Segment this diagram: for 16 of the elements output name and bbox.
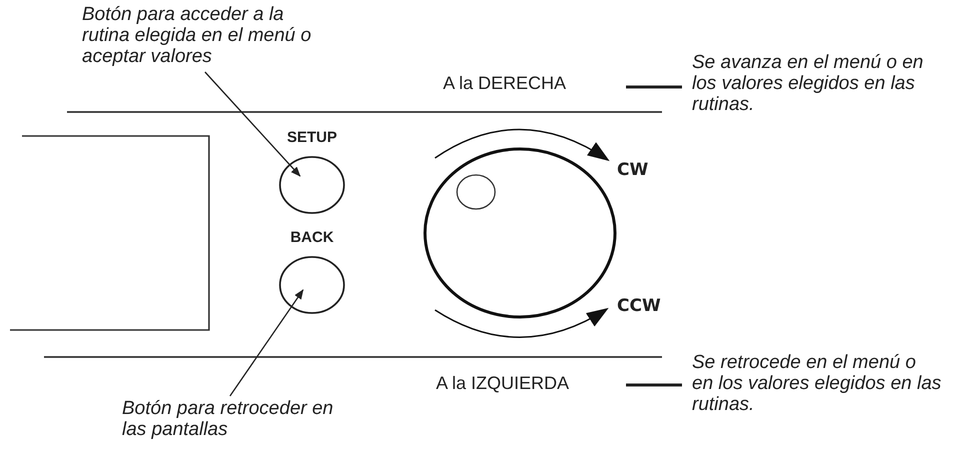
push-button — [278, 229, 346, 315]
leader-line — [229, 289, 304, 396]
callout-text: Se avanza en el menú o en los valores elegidos en las rutinas. — [692, 52, 942, 115]
callout-text: Botón para retroceder en las pantallas — [122, 398, 337, 440]
callout-text: Se retrocede en el menú o en los valores elegidos en las rutinas. — [692, 352, 942, 415]
rotation-label: CW — [617, 160, 648, 180]
rotation-label: CCW — [617, 296, 661, 316]
push-button — [278, 129, 346, 215]
leader-line — [204, 72, 301, 177]
direction-label: A la DERECHA — [443, 73, 613, 94]
button-label: BACK — [289, 229, 335, 246]
direction-label: A la IZQUIERDA — [436, 373, 616, 394]
button-label: SETUP — [286, 129, 338, 146]
connector-line — [626, 384, 682, 386]
connector-line — [626, 86, 682, 88]
callout-text: Botón para acceder a la rutina elegida en el menú o aceptar valores — [82, 4, 332, 67]
